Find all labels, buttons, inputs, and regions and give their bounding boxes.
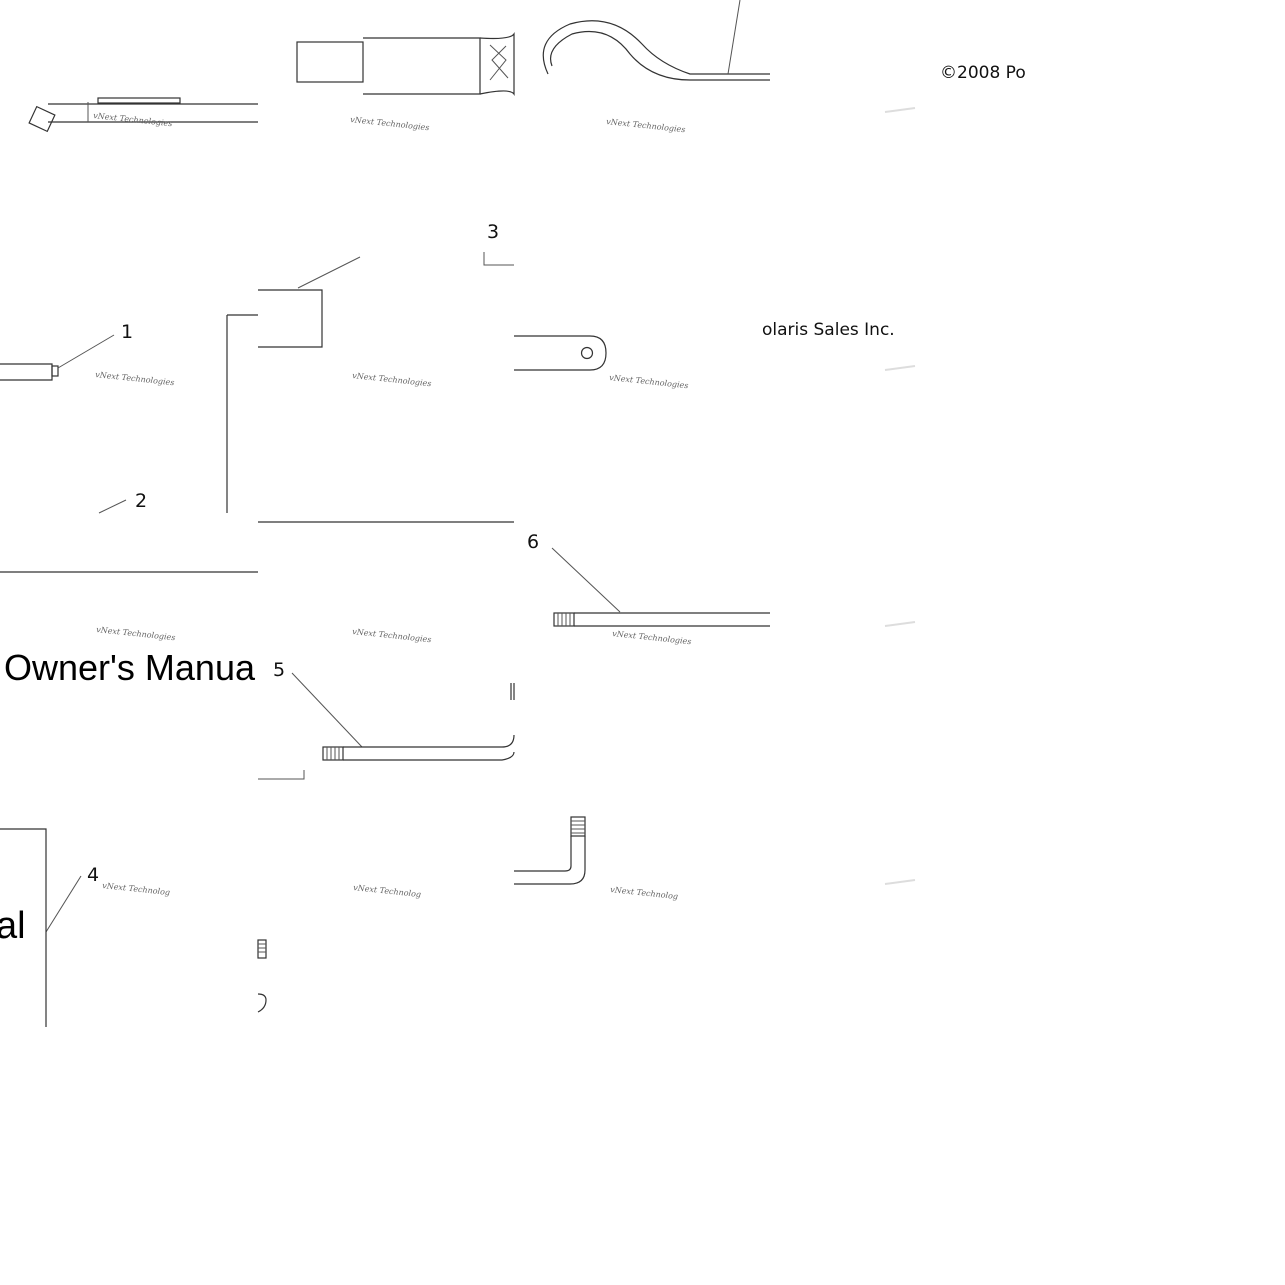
watermark: vNext Technologies [609,373,689,390]
callout-1: 1 [121,321,133,343]
copyright-line-2: olaris Sales Inc. [762,320,895,340]
part-hex-key-stub [257,939,267,1013]
part-handle-top-left [28,97,258,133]
watermark: vNext Technologies [350,115,430,132]
callout-3: 3 [487,221,499,243]
watermark: vNext Technologies [352,627,432,644]
part-l-hex-key [514,816,586,885]
watermark: vNext Technologies [95,370,175,387]
watermark: vNext Technologies [96,625,176,642]
watermark: vNext Technolog [353,883,422,899]
part-spanner-wrench [542,0,770,81]
callout-5: 5 [273,659,285,681]
callout-4-leader [45,875,82,933]
part-hex-key-6 [553,612,770,627]
callout-5-leader [291,672,363,748]
callout-2-leader [98,499,127,514]
callout-6: 6 [527,531,539,553]
copyright-line-1: ©2008 Po [940,63,1026,83]
watermark-grid: vNext Technologies vNext Technologies vN… [93,107,916,901]
part-hex-key-5 [258,683,515,780]
watermark: vNext Technolog [610,885,679,901]
callout-4: 4 [87,864,99,886]
manual-title-fragment: al [0,905,26,947]
callout-2: 2 [135,490,147,512]
watermark: vNext Technologies [612,629,692,646]
part-link-3 [514,335,607,371]
part-socket-tool [296,32,515,96]
callout-6-leader [551,547,621,613]
part-frame-box [226,256,514,523]
watermark: vNext Technologies [606,117,686,134]
callout-3-leader [483,252,514,266]
part-bar-1 [0,334,115,381]
manual-title: Owner's Manua [4,647,256,688]
watermark: vNext Technolog [102,881,171,897]
manual-book-outline [0,828,47,1027]
watermark: vNext Technologies [352,371,432,388]
watermark: vNext Technologies [93,111,173,128]
